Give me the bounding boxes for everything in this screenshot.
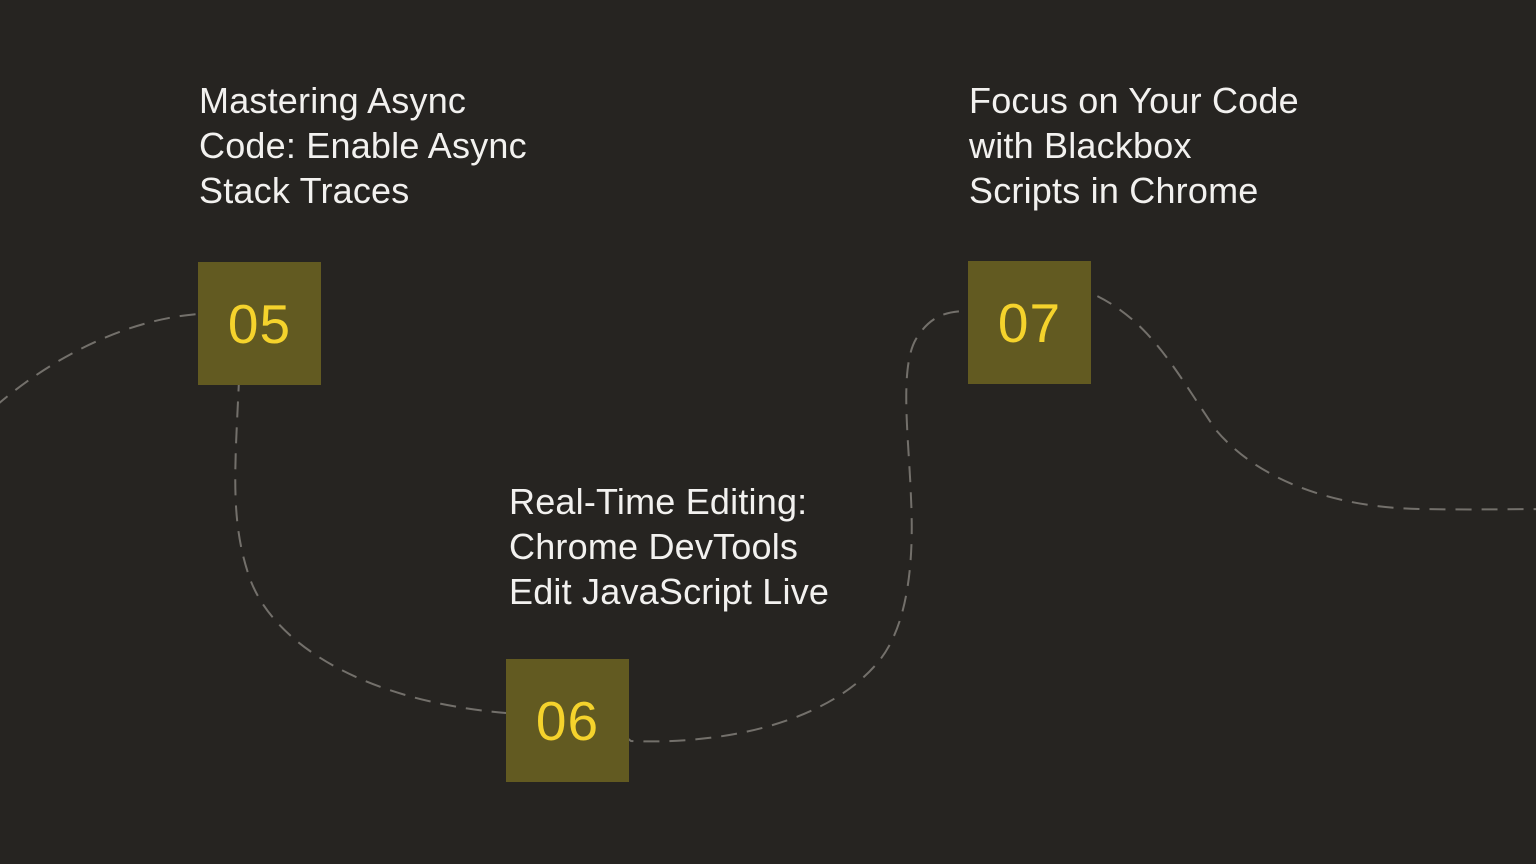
step-05: Mastering Async Code: Enable Async Stack…: [198, 78, 527, 385]
step-06-number-box: 06: [506, 659, 629, 782]
step-07-title: Focus on Your Code with Blackbox Scripts…: [969, 78, 1299, 213]
step-06-title: Real-Time Editing: Chrome DevTools Edit …: [509, 479, 829, 614]
step-05-number: 05: [227, 292, 292, 355]
step-07-number-box: 07: [968, 261, 1091, 384]
title-line: Scripts in Chrome: [969, 170, 1259, 211]
step-05-title: Mastering Async Code: Enable Async Stack…: [199, 78, 527, 213]
title-line: Stack Traces: [199, 170, 410, 211]
title-line: Chrome DevTools: [509, 526, 799, 567]
title-line: Focus on Your Code: [969, 80, 1299, 121]
step-05-number-box: 05: [198, 262, 321, 385]
title-line: Mastering Async: [199, 80, 467, 121]
title-line: Real-Time Editing:: [509, 481, 808, 522]
step-07: Focus on Your Code with Blackbox Scripts…: [968, 78, 1299, 384]
title-line: with Blackbox: [969, 125, 1192, 166]
step-07-number: 07: [997, 291, 1062, 354]
title-line: Code: Enable Async: [199, 125, 527, 166]
step-06-number: 06: [535, 689, 600, 752]
connector-curve: [0, 292, 1536, 743]
title-line: Edit JavaScript Live: [509, 571, 830, 612]
step-06: Real-Time Editing: Chrome DevTools Edit …: [506, 479, 829, 782]
